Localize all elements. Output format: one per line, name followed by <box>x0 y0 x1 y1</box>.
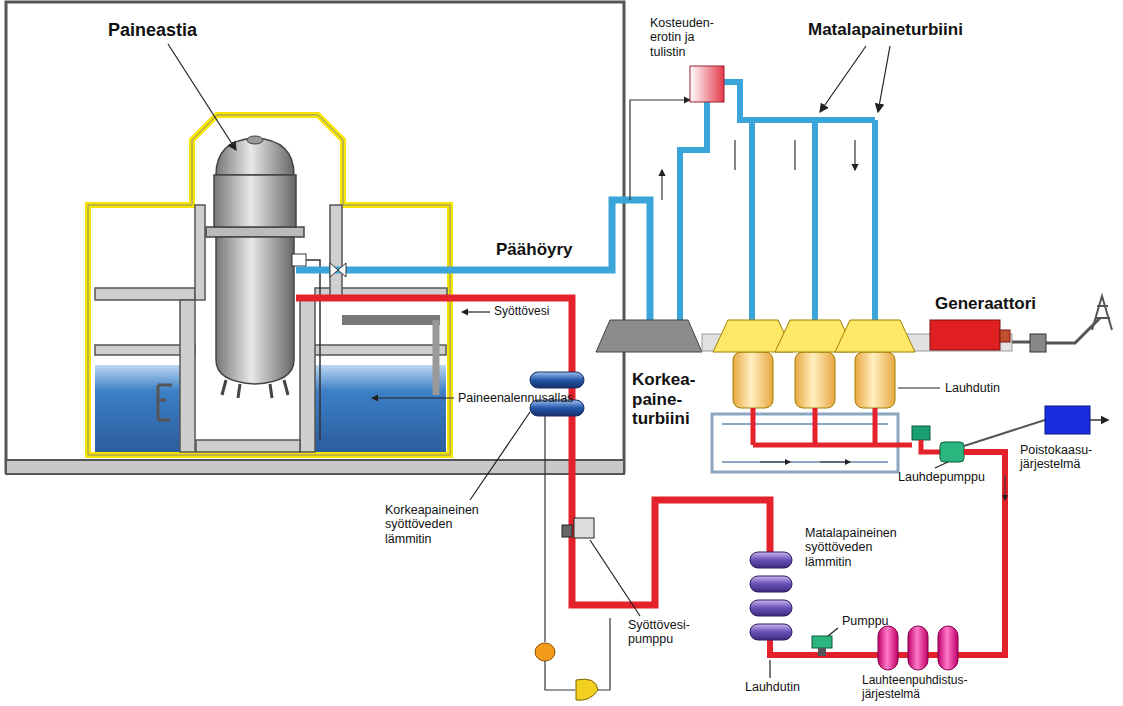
part-label: Korkeapaineinen syöttöveden lämmitin <box>385 503 485 546</box>
part-label: Poistokaasu- järjestelmä <box>1020 443 1115 472</box>
part-label: Lauhdutin <box>745 680 800 694</box>
part-label: Lauhteenpuhdistus- järjestelmä <box>862 674 992 702</box>
part-heading: Korkea- paine- turbiini <box>632 370 712 429</box>
part-label: Matalapaineinen syöttöveden lämmitin <box>805 526 905 569</box>
part-label: Syöttövesi <box>494 305 549 319</box>
part-label: Syöttövesi- pumppu <box>628 618 703 647</box>
part-label: Paineenalennusallas <box>458 391 573 405</box>
part-label: Pumppu <box>842 614 889 628</box>
part-heading: Paineastia <box>108 20 197 41</box>
part-heading: Päähöyry <box>496 240 573 260</box>
part-label: Kosteuden- erotin ja tulistin <box>650 16 728 59</box>
part-heading: Generaattori <box>935 294 1036 314</box>
part-label: Lauhdutin <box>945 381 1000 395</box>
part-heading: Matalapaineturbiini <box>808 20 963 40</box>
part-label: Lauhdepumppu <box>898 470 985 484</box>
